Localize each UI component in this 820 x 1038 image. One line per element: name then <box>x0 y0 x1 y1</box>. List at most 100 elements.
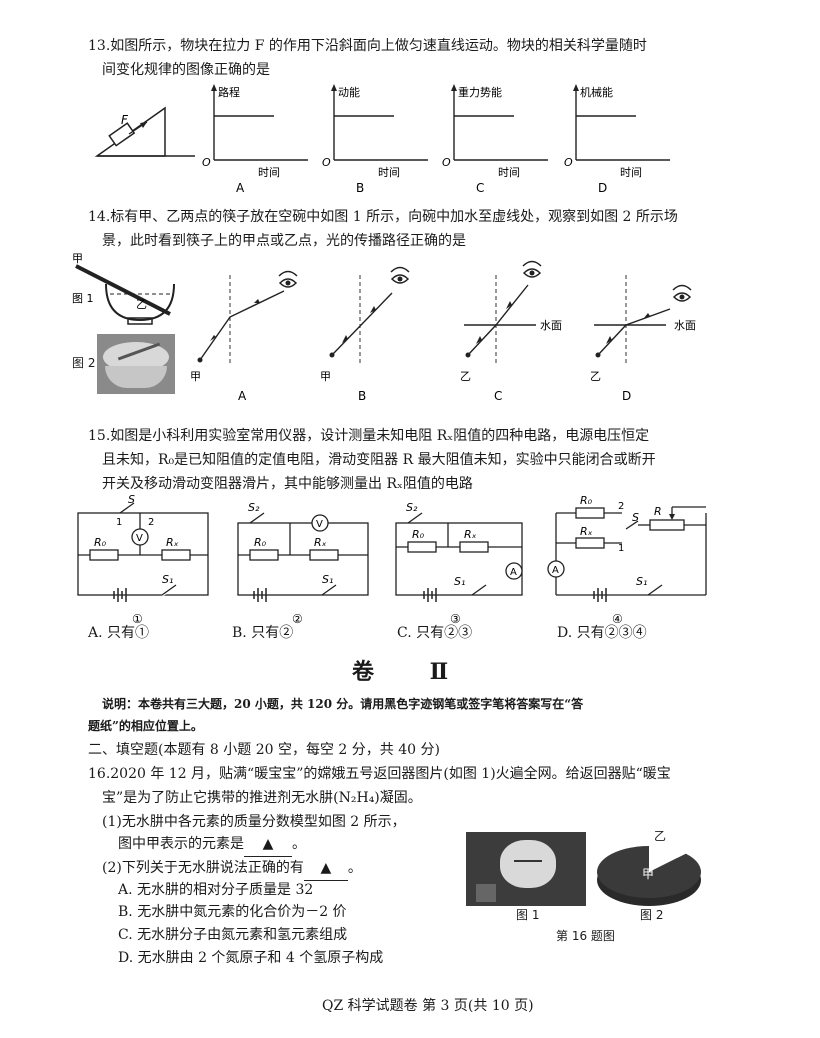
y-axis-label: 机械能 <box>580 85 613 99</box>
q15-text-line2: 且未知，R₀是已知阻值的定值电阻，滑动变阻器 R 最大阻值未知，实验中只能闭合或… <box>102 452 656 468</box>
q16-choice-d: D. 无水肼由 2 个氮原子和 4 个氢原子构成 <box>118 950 384 966</box>
block <box>108 122 136 147</box>
q13-text-line1: 13.如图所示，物块在拉力 F 的作用下沿斜面向上做匀速直线运动。物块的相关科学… <box>88 38 647 54</box>
svg-text:Rₓ: Rₓ <box>464 528 477 541</box>
svg-text:R₀: R₀ <box>412 528 425 541</box>
bowl-photo <box>97 334 175 394</box>
circuit-4-num: ④ <box>612 612 623 626</box>
point-jia-label: 甲 <box>72 252 83 265</box>
q16-text-line1: 16.2020 年 12 月，贴满“暖宝宝”的嫦娥五号返回器图片(如图 1)火遍… <box>88 766 671 782</box>
svg-text:R₀: R₀ <box>580 494 593 507</box>
x-axis-label: 时间 <box>378 166 400 179</box>
q16-sub1-line1: (1)无水肼中各元素的质量分数模型如图 2 所示， <box>102 814 406 830</box>
q15-text-line3: 开关及移动滑动变阻器滑片，其中能够测量出 Rₓ阻值的电路 <box>102 476 473 492</box>
x-axis-label: 时间 <box>498 166 520 179</box>
svg-text:S₁: S₁ <box>162 573 173 586</box>
eye-icon-a <box>278 270 298 288</box>
y-axis-label: 路程 <box>218 86 240 99</box>
svg-text:A: A <box>510 567 517 578</box>
circuit-3-num: ③ <box>450 612 461 626</box>
option-label: C <box>476 181 484 195</box>
q16-sub1-line2: 图中甲表示的元素是▲。 <box>118 832 306 857</box>
svg-text:A: A <box>552 565 559 576</box>
fig2-label: 图 2 <box>72 356 96 370</box>
q13-text-line2: 间变化规律的图像正确的是 <box>102 62 270 78</box>
circuit-diagrams: S 1 2 R₀ Rₓ V S₁ ① S₂ V R₀ Rₓ <box>77 493 707 626</box>
pie-label-yi: 乙 <box>654 829 666 843</box>
option-d-label: D <box>622 389 631 403</box>
page-footer: QZ 科学试题卷 第 3 页(共 10 页) <box>322 998 534 1014</box>
origin-label: O <box>202 156 211 169</box>
bowl-figure-1: 甲 乙 图 1 <box>72 252 175 325</box>
option-label: A <box>236 181 245 195</box>
circuit-2: S₂ V R₀ Rₓ S₁ ② <box>237 501 369 626</box>
svg-text:V: V <box>136 533 143 544</box>
svg-text:甲: 甲 <box>320 370 331 383</box>
svg-text:Rₓ: Rₓ <box>166 536 179 549</box>
optics-option-d: 乙 水面 D <box>590 275 696 403</box>
svg-text:S: S <box>632 511 639 524</box>
svg-text:2: 2 <box>618 501 624 512</box>
q15-text-line1: 15.如图是小科利用实验室常用仪器，设计测量未知电阻 Rₓ阻值的四种电路，电源电… <box>88 428 650 444</box>
section-note-line2: 题纸”的相应位置上。 <box>88 719 203 733</box>
origin-label: O <box>442 156 451 169</box>
force-label: F <box>121 113 129 127</box>
q16-choice-a: A. 无水肼的相对分子质量是 32 <box>118 882 314 898</box>
optics-option-a: 甲 A <box>190 270 298 403</box>
answer-blank-marker: ▲ <box>320 860 332 876</box>
pie-label-jia: 甲 <box>642 867 654 881</box>
svg-text:V: V <box>316 519 323 530</box>
y-axis-label: 动能 <box>338 85 360 99</box>
svg-text:S₁: S₁ <box>454 575 465 588</box>
svg-text:R₀: R₀ <box>254 536 267 549</box>
section-note-line1: 说明：本卷共有三大题，20 小题，共 120 分。请用黑色字迹钢笔或签字笔将答案… <box>102 697 584 711</box>
q13-graph-c: 重力势能 O 时间 C <box>442 84 548 195</box>
option-a-label: A <box>238 389 247 403</box>
svg-text:1: 1 <box>116 517 122 528</box>
section-title: 卷 Ⅱ <box>352 659 473 685</box>
svg-text:S₁: S₁ <box>322 573 333 586</box>
eye-icon-b <box>390 266 410 284</box>
x-axis-label: 时间 <box>258 166 280 179</box>
mass-fraction-pie-chart: 甲 乙 <box>597 829 701 906</box>
q16-text-line2: 宝”是为了防止它携带的推进剂无水肼(N₂H₄)凝固。 <box>102 790 422 806</box>
svg-text:Rₓ: Rₓ <box>314 536 327 549</box>
optics-option-b: 甲 B <box>320 266 410 403</box>
circuit-1: S 1 2 R₀ Rₓ V S₁ ① <box>77 493 209 626</box>
eye-icon-c <box>522 260 542 278</box>
svg-text:S₂: S₂ <box>248 501 260 514</box>
q16-fig1-caption: 图 1 <box>516 908 540 922</box>
origin-label: O <box>564 156 573 169</box>
eye-icon-d <box>672 284 692 302</box>
circuit-3: S₂ R₀ Rₓ A S₁ ③ <box>395 501 523 626</box>
svg-text:2: 2 <box>148 517 154 528</box>
optics-options: 甲 A 甲 B 乙 水面 C 乙 水面 D <box>190 260 696 403</box>
point-yi-label: 乙 <box>136 298 147 311</box>
water-label-c: 水面 <box>540 319 562 332</box>
q16-fig-title: 第 16 题图 <box>556 929 615 943</box>
return-capsule-photo <box>466 832 586 906</box>
y-axis-label: 重力势能 <box>458 85 502 99</box>
svg-text:乙: 乙 <box>590 370 601 383</box>
q15-answer-a: A. 只有① <box>88 625 150 641</box>
part-title: 二、填空题(本题有 8 小题 20 空，每空 2 分，共 40 分) <box>88 742 440 758</box>
svg-text:1: 1 <box>618 543 624 554</box>
water-label-d: 水面 <box>674 319 696 332</box>
bowl-base <box>127 317 153 325</box>
q15-answer-b: B. 只有② <box>232 625 294 641</box>
pie-slice-yi <box>649 846 686 872</box>
circuit-4: R₀ Rₓ 2 1 S R A S₁ ④ <box>547 494 707 626</box>
svg-text:乙: 乙 <box>460 370 471 383</box>
svg-text:甲: 甲 <box>190 370 201 383</box>
q16-fig2-caption: 图 2 <box>640 908 664 922</box>
circuit-1-num: ① <box>132 612 143 626</box>
option-b-label: B <box>358 389 366 403</box>
option-label: B <box>356 181 364 195</box>
circuit-2-num: ② <box>292 612 303 626</box>
answer-blank-marker: ▲ <box>262 836 274 852</box>
q16-choice-c: C. 无水肼分子由氮元素和氢元素组成 <box>118 927 348 943</box>
svg-text:R: R <box>654 505 662 518</box>
q15-answer-d: D. 只有②③④ <box>557 625 647 641</box>
